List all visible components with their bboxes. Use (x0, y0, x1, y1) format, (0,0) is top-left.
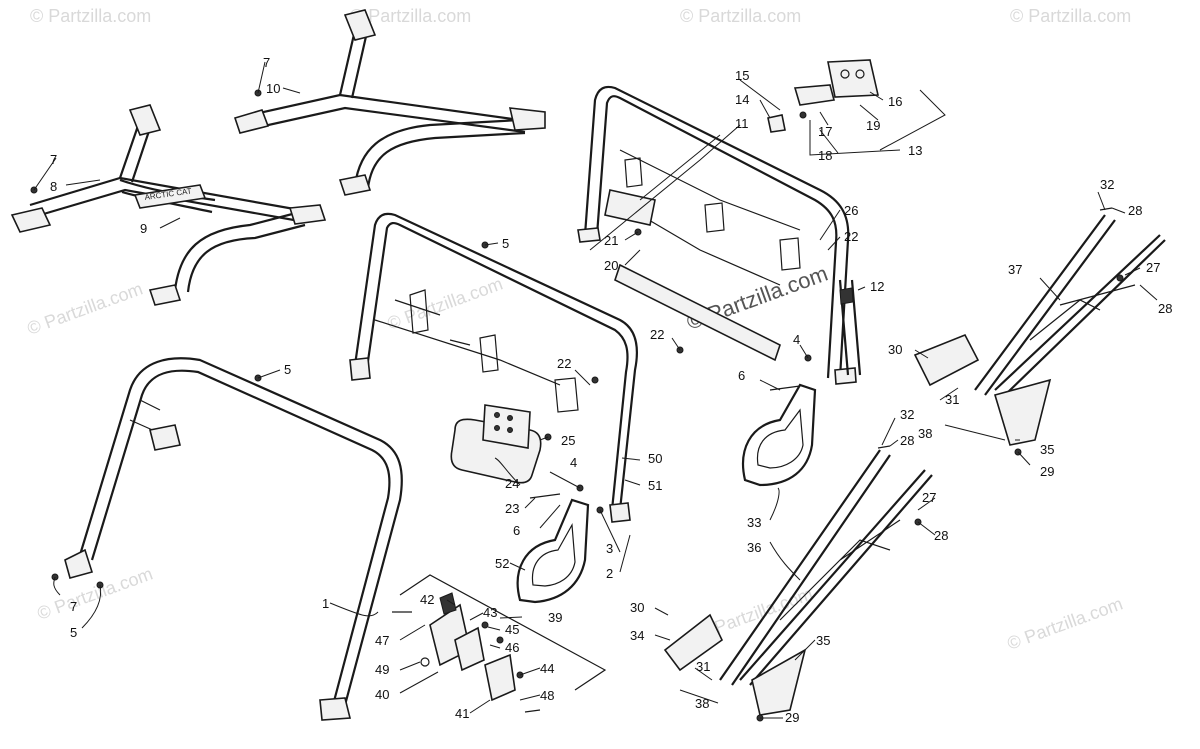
fasteners (30, 89, 1124, 722)
part-front-roll-bar[interactable] (64, 357, 403, 721)
callout-28: 28 (900, 433, 914, 448)
part-rear-tube-12[interactable] (838, 279, 862, 376)
part-rear-roll-cage[interactable] (577, 85, 857, 385)
callout-4: 4 (793, 332, 800, 347)
callout-51: 51 (648, 478, 662, 493)
callout-38: 38 (918, 426, 932, 441)
callout-31: 31 (945, 392, 959, 407)
watermarks: © Partzilla.com © Partzilla.com © Partzi… (25, 6, 1132, 654)
callout-9: 9 (140, 221, 147, 236)
callout-24: 24 (505, 476, 519, 491)
callout-6: 6 (513, 523, 520, 538)
callout-30: 30 (888, 342, 902, 357)
part-grab-handle-33[interactable] (741, 383, 817, 487)
callout-7: 7 (50, 152, 57, 167)
callout-28: 28 (934, 528, 948, 543)
callout-35: 35 (816, 633, 830, 648)
callout-50: 50 (648, 451, 662, 466)
callout-36: 36 (747, 540, 761, 555)
callout-13: 13 (908, 143, 922, 158)
callout-30: 30 (630, 600, 644, 615)
callout-28: 28 (1158, 301, 1172, 316)
callout-52: 52 (495, 556, 509, 571)
callout-46: 46 (505, 640, 519, 655)
callout-32: 32 (1100, 177, 1114, 192)
callout-12: 12 (870, 279, 884, 294)
part-brace-36[interactable] (663, 449, 933, 716)
callout-23: 23 (505, 501, 519, 516)
callout-7: 7 (263, 55, 270, 70)
callout-26: 26 (844, 203, 858, 218)
part-grab-handle-52[interactable] (516, 498, 590, 604)
watermark: © Partzilla.com (350, 6, 471, 26)
callout-20: 20 (604, 258, 618, 273)
callout-39: 39 (548, 610, 562, 625)
callout-11: 11 (735, 116, 749, 131)
callout-8: 8 (50, 179, 57, 194)
callout-47: 47 (375, 633, 389, 648)
callout-29: 29 (1040, 464, 1054, 479)
callout-22: 22 (650, 327, 664, 342)
callout-17: 17 (818, 124, 832, 139)
callout-28: 28 (1128, 203, 1142, 218)
part-center-roll-bar[interactable] (349, 212, 638, 523)
watermark: © Partzilla.com (1010, 6, 1131, 26)
callout-25: 25 (561, 433, 575, 448)
callout-32: 32 (900, 407, 914, 422)
callout-22: 22 (844, 229, 858, 244)
callout-43: 43 (483, 605, 497, 620)
callout-labels: 7 10 7 8 9 5 5 1 7 5 22 25 4 24 23 6 50 … (50, 55, 1172, 725)
callout-5: 5 (284, 362, 291, 377)
callout-35: 35 (1040, 442, 1054, 457)
callout-44: 44 (540, 661, 554, 676)
part-canopy-crossbar-left[interactable]: ARCTIC CAT (10, 104, 327, 306)
callout-31: 31 (696, 659, 710, 674)
callout-2: 2 (606, 566, 613, 581)
callout-7: 7 (70, 599, 77, 614)
part-back-pad-24[interactable] (450, 404, 542, 484)
callout-40: 40 (375, 687, 389, 702)
callout-1: 1 (322, 596, 329, 611)
callout-6: 6 (738, 368, 745, 383)
callout-34: 34 (630, 628, 644, 643)
callout-27: 27 (922, 490, 936, 505)
part-brace-37[interactable] (913, 214, 1166, 446)
watermark: © Partzilla.com (30, 6, 151, 26)
callout-37: 37 (1008, 262, 1022, 277)
callout-21: 21 (604, 233, 618, 248)
callout-14: 14 (735, 92, 749, 107)
callout-16: 16 (888, 94, 902, 109)
callout-49: 49 (375, 662, 389, 677)
callout-10: 10 (266, 81, 280, 96)
callout-38: 38 (695, 696, 709, 711)
callout-5: 5 (502, 236, 509, 251)
callout-4: 4 (570, 455, 577, 470)
part-canopy-crossbar-rear[interactable] (233, 9, 546, 196)
callout-27: 27 (1146, 260, 1160, 275)
callout-29: 29 (785, 710, 799, 725)
callout-48: 48 (540, 688, 554, 703)
part-latch-assembly-39[interactable] (399, 574, 607, 702)
callout-45: 45 (505, 622, 519, 637)
watermark: © Partzilla.com (385, 273, 506, 333)
part-light-16[interactable] (767, 59, 879, 133)
watermark: © Partzilla.com (25, 278, 146, 338)
callout-42: 42 (420, 592, 434, 607)
callout-19: 19 (866, 118, 880, 133)
callout-33: 33 (747, 515, 761, 530)
callout-18: 18 (818, 148, 832, 163)
callout-3: 3 (606, 541, 613, 556)
watermark: © Partzilla.com (1005, 593, 1126, 653)
callout-5: 5 (70, 625, 77, 640)
leader-lines (33, 61, 1158, 719)
callout-41: 41 (455, 706, 469, 721)
watermark: © Partzilla.com (35, 563, 156, 623)
watermark: © Partzilla.com (680, 6, 801, 26)
callout-22: 22 (557, 356, 571, 371)
callout-15: 15 (735, 68, 749, 83)
